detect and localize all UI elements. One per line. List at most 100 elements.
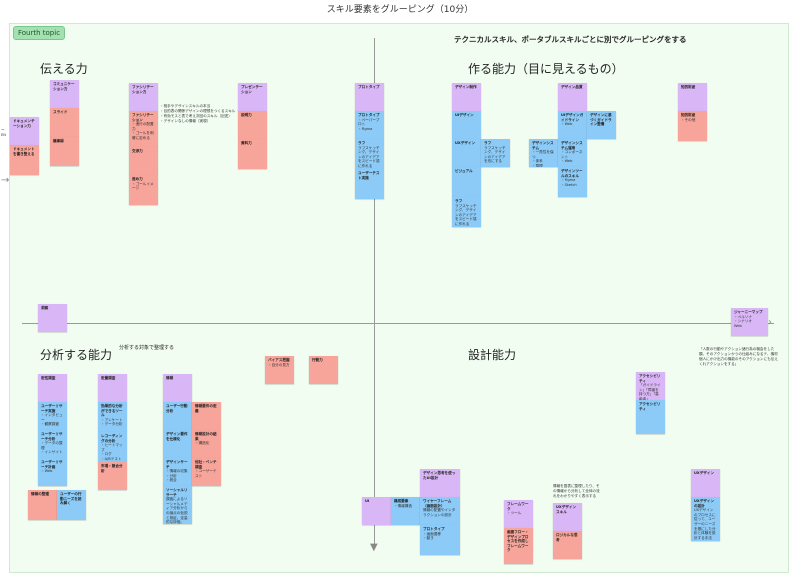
sticky-note[interactable]: UXデザインスキル [553,503,582,531]
quadrant-label-communication: 伝える力 [40,62,88,76]
sticky-note-title: 議事録 [53,139,64,143]
sticky-note[interactable]: ラフラフスケッチング、デザインのアイデアを形にする [481,139,510,167]
sticky-note[interactable]: デザイン要件を仕様化 [163,430,192,458]
sticky-note[interactable]: 情報 [163,374,192,402]
sticky-note[interactable]: ユーザーリサーチ分析・データの整理 ・インサイト [38,430,67,458]
sticky-note[interactable]: ソーシャルリサーチ調査によるソーシャルメディア分析からの論点の仮説と検証。定量的… [163,486,192,524]
sticky-note[interactable]: デザインサーチ・情報の収集 ・分析 ・統合 [163,458,192,486]
topic-tag[interactable]: Fourth topic [13,26,66,40]
sticky-note[interactable]: 市場・競合分析 [98,462,127,490]
sticky-note[interactable]: 知的財産・その他 [678,111,707,141]
whiteboard-canvas[interactable] [9,23,789,573]
sticky-note[interactable]: ユーザー行動分析 [163,402,192,430]
sticky-note-title: UIデザインガイドライン [561,113,584,122]
sticky-note[interactable]: プロトタイプ・ペーパープロト ・Figma [355,111,384,139]
sticky-note-body: ・ツール [507,511,522,516]
sticky-note-title: プロトタイプ [358,85,380,89]
sticky-note-title: ラフ [358,141,366,145]
sticky-note[interactable]: プロトタイプ [355,83,384,111]
sticky-note[interactable]: デザインシステム・一貫性を保つ ・体系 ・整理 [529,139,558,167]
sticky-note[interactable]: 交渉力 [129,147,158,175]
sticky-note[interactable]: デザイン思考を使ったUI設計 [420,469,460,497]
sticky-note[interactable]: UXデザイン [452,139,481,167]
sticky-note[interactable]: プレゼンテーション [238,83,267,111]
sticky-note[interactable]: デザインシステム運用・コンポーネント ・Web [558,139,587,167]
sticky-note[interactable]: ラフラフスケッチング、デザインのアイデアをスピード感に作れる [452,197,481,227]
sticky-note-title: アクセシビリティ [639,374,661,383]
sticky-note-title: プレゼンテーション [241,85,263,94]
sticky-note-body: ・インタビュー ・観察調査 [41,413,63,427]
sticky-note-body: ・Web [41,469,53,474]
sticky-note[interactable]: 定量調査 [98,374,127,402]
sticky-note[interactable]: ロジカルな思考 [553,531,582,559]
sticky-note[interactable]: デザインツールのスキル・Figma ・Sketch [558,167,587,197]
sticky-note-title: 情報 [166,376,174,380]
sticky-note[interactable]: ドキュメンテーション力 [10,117,39,145]
sticky-note[interactable]: 構成要素・情報構造 [391,497,420,525]
sticky-note[interactable]: コミュニケーション力 [50,80,79,108]
sticky-note-title: 画面フロー・デザインプロセスを作成しフレームワーク [507,530,529,553]
sticky-note[interactable]: 定性調査 [38,374,67,402]
sticky-note-title: コミュニケーション力 [53,82,75,91]
sticky-note-body: ・ペルソナ ・シナリオ Web [734,314,752,328]
sticky-note[interactable]: ビジュアル [452,167,481,197]
sticky-note-body: ・その他 [681,117,696,122]
sticky-note[interactable]: ファシリテーション・進行の配置力 ・ゴールを明確に定める [129,111,158,147]
horizontal-axis-arrow-icon: › [768,317,772,328]
sticky-note[interactable]: ファシリテーション力 [129,83,158,111]
sticky-note[interactable]: UIデザインガイドライン・Web [558,111,587,139]
sticky-note[interactable]: アクセシビリティ [636,400,665,434]
sticky-note[interactable]: 説明力 [238,111,267,139]
sticky-note[interactable]: UI [362,497,391,525]
sticky-note[interactable]: 知的財産 [678,83,707,111]
sticky-note[interactable]: UIデザイン [452,111,481,139]
sticky-note[interactable]: 情報設計の結果・構造化 [192,430,221,458]
sticky-note-title: UI [365,499,370,503]
sticky-note[interactable]: ユーザーリサーチ実施・インタビュー ・観察調査 [38,402,67,430]
sticky-note[interactable]: スライド [50,108,79,137]
sticky-note-title: デザイン要件を仕様化 [166,432,188,441]
sticky-note[interactable]: 情報の整理 [28,490,57,520]
sticky-note-title: 市場・競合分析 [101,464,123,473]
sticky-note-title: 進め力 [132,177,143,181]
sticky-note-title: 行動力 [312,358,323,362]
sticky-note[interactable]: プロトタイプ・画面遷移 ・動き [420,525,460,555]
sticky-note[interactable]: 他社・ベンチ調査・ユーザーテスト [192,458,221,486]
sticky-note[interactable]: デザインに基づくガイドライン整備 [587,111,616,139]
sticky-note-body: ラフスケッチング、デザインのアイデアを形にする [484,145,506,164]
sticky-note-body: UXデザインのプロセスに従って、ユーザーのニーズを基にした分析と体験を設計する手… [694,508,716,540]
sticky-note[interactable]: 画面フロー・デザインプロセスを作成しフレームワーク [504,528,533,564]
sticky-note[interactable]: ユーザーリサーチ計画・Web [38,458,67,486]
sticky-note[interactable]: ラフラフスケッチング、デザインのアイデアをスピード感に作れる [355,139,384,169]
sticky-note[interactable]: フレームワーク・ツール [504,500,533,528]
sticky-note[interactable]: 情報要件の定義 [192,402,221,430]
sticky-note[interactable]: ユーザーの行動ニーズを読み解く [57,490,86,520]
sticky-note[interactable]: ジャーニーマップ・ペルソナ ・シナリオ Web [731,308,768,336]
sticky-note[interactable]: デザイン制作 [452,83,481,111]
sticky-note[interactable]: 議事録 [50,137,79,166]
sticky-note-body: ・ユーザーテスト [195,469,217,478]
sticky-note[interactable]: デザイン品質 [558,83,587,111]
sticky-note[interactable]: アクセシビリティ「ガイドライン」「障害を持つ方」「高齢者」 [636,372,665,400]
sticky-note[interactable]: レコーディングの分析・ヒートマップ ・ログ ・A/Bテスト [98,432,127,462]
sticky-note[interactable]: 効果的な分析ができるツール・アンケート ・データ分析 [98,402,127,432]
sticky-note-title: 情報設計の結果 [195,432,217,441]
sticky-note[interactable]: 進め力・ゴールイメージ [129,175,158,205]
sticky-note[interactable]: ワイヤーフレーム（画面設計）情報の配置やインタラクションの設計 [420,497,460,525]
sticky-note-body: ラフスケッチング、デザインのアイデアをスピード感に作れる [455,203,477,226]
sticky-note-title: ユーザーの行動ニーズを読み解く [60,492,82,506]
sticky-note-title: ビジュアル [455,169,473,173]
sticky-note[interactable]: ユーザーテスト実施 [355,169,384,199]
sticky-note[interactable]: 資料力 [238,139,267,169]
sticky-note-title: 知的財産 [681,113,696,117]
sticky-note[interactable]: 洞察 [38,304,67,332]
sticky-note[interactable]: バイアス把握・自分の見方 [265,356,294,384]
sticky-note-body: ・進行の配置力 ・ゴールを明確に定める [132,122,154,140]
sticky-note[interactable]: 行動力 [309,356,338,384]
sticky-note-title: 構成要素 [394,499,409,503]
sticky-note-body: ラフスケッチング、デザインのアイデアをスピード感に作れる [358,145,380,168]
sticky-note-title: ファシリテーション力 [132,85,154,94]
sticky-note[interactable]: ドキュメントを書き整える [10,145,39,175]
sticky-note[interactable]: UXデザイン [691,469,720,497]
